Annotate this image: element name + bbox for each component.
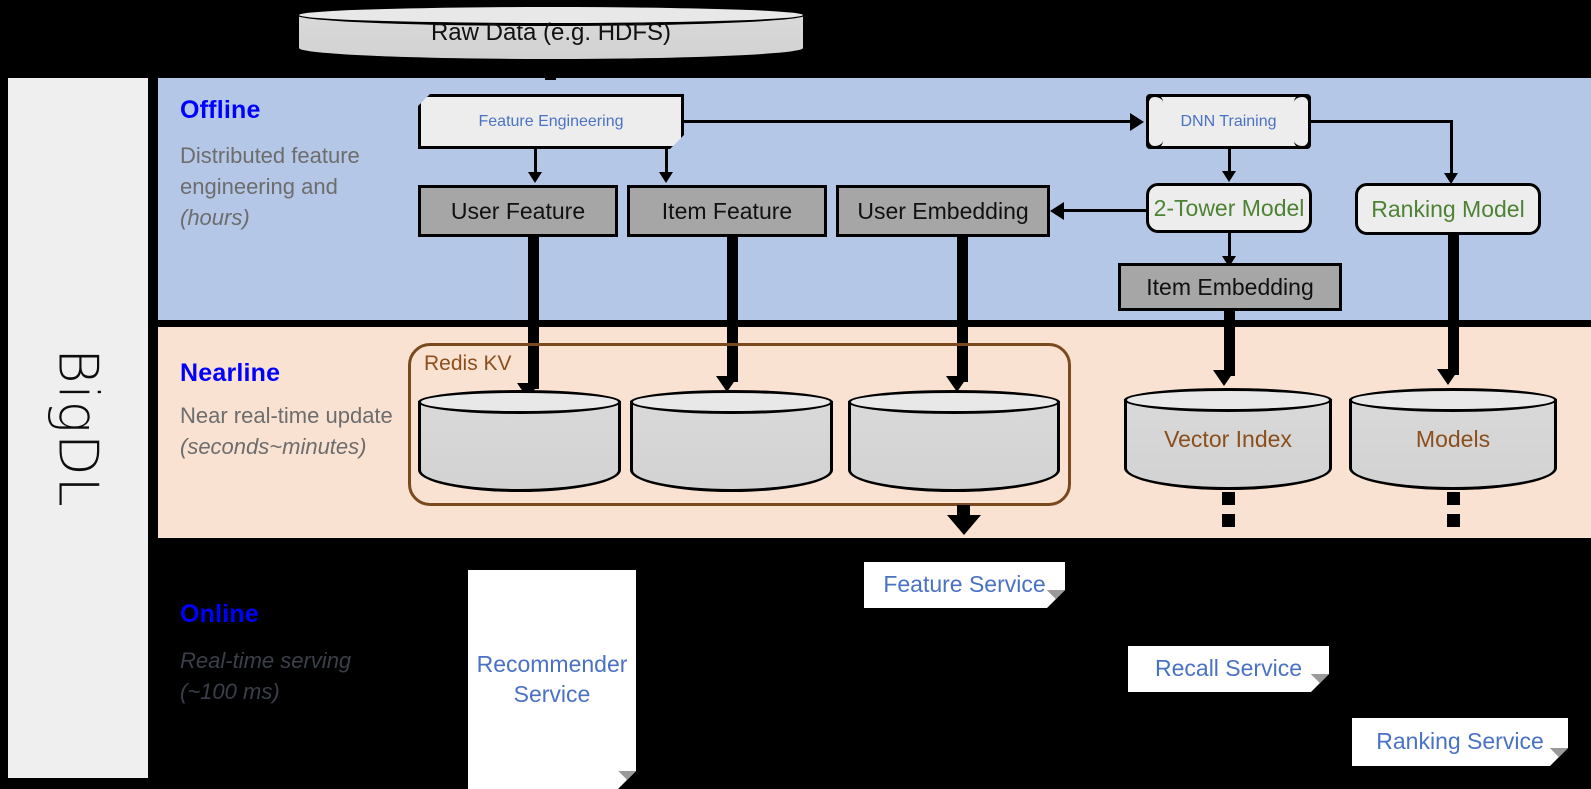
connector-vectorindex-stub-1: [1222, 492, 1235, 505]
band-subtitle-nearline-em: (seconds~minutes): [180, 434, 367, 459]
node-two-tower-model-label: 2-Tower Model: [1153, 194, 1305, 221]
node-item-embedding[interactable]: Item Embedding: [1118, 263, 1342, 311]
pipe-userembedding-to-redis: [957, 237, 968, 382]
pipe-itemembedding-arrowhead: [1213, 370, 1235, 386]
pipe-userfeature-to-redis: [528, 237, 539, 389]
arrow-twotower-to-itememb-line: [1228, 233, 1231, 259]
arrow-dnn-to-twotower-head: [1222, 171, 1236, 182]
cylinder-top: [848, 390, 1060, 414]
band-subtitle-nearline: Near real-time update (seconds~minutes): [180, 400, 410, 462]
connector-redis-to-featureservice-head: [947, 515, 981, 535]
redis-cylinder-user-feature[interactable]: [418, 390, 621, 492]
node-feature-service[interactable]: Feature Service: [864, 562, 1065, 608]
cylinder-vector-index[interactable]: Vector Index: [1124, 388, 1332, 490]
cylinder-vector-index-label: Vector Index: [1164, 425, 1292, 452]
cylinder-top: [630, 390, 833, 414]
arrow-fe-to-userfeature-head: [528, 172, 542, 183]
pipe-itemembedding-to-vectorindex: [1224, 311, 1235, 376]
band-title-nearline: Nearline: [180, 359, 281, 387]
node-item-feature-label: Item Feature: [661, 197, 793, 224]
node-recommender-service-label: Recommender Service: [476, 650, 628, 707]
node-recall-service[interactable]: Recall Service: [1128, 646, 1329, 692]
arrow-dnn-to-ranking-head: [1444, 173, 1458, 184]
connector-redis-to-featureservice-stub: [957, 505, 970, 518]
arrow-twotower-to-userembedding-head: [1050, 202, 1064, 220]
node-feature-service-label: Feature Service: [883, 571, 1046, 598]
cylinder-models[interactable]: Models: [1349, 388, 1557, 490]
cylinder-top: [1124, 388, 1332, 412]
node-user-feature-label: User Feature: [450, 197, 586, 224]
arrow-fe-to-dnn-head: [1130, 113, 1144, 131]
redis-kv-label: Redis KV: [424, 352, 512, 375]
node-item-embedding-label: Item Embedding: [1146, 273, 1314, 300]
node-user-feature[interactable]: User Feature: [418, 185, 618, 237]
connector-vectorindex-stub-2: [1222, 514, 1235, 527]
connector-models-stub-2: [1447, 514, 1460, 527]
arrow-dnn-to-ranking-h: [1311, 120, 1453, 123]
node-dnn-training-label: DNN Training: [1180, 112, 1277, 130]
redis-kv-container[interactable]: [408, 343, 1071, 506]
arrow-twotower-to-userembedding-line: [1062, 209, 1147, 212]
cylinder-top: [418, 390, 621, 414]
node-recommender-service[interactable]: Recommender Service: [468, 570, 636, 789]
bigdl-label: BigDL: [46, 348, 110, 508]
band-subtitle-offline: Distributed feature engineering and (hou…: [180, 140, 390, 233]
band-title-online: Online: [180, 600, 259, 628]
connector-models-stub-1: [1447, 492, 1460, 505]
node-item-feature[interactable]: Item Feature: [627, 185, 827, 237]
node-ranking-service-label: Ranking Service: [1376, 728, 1544, 755]
arrow-dnn-to-ranking-v: [1450, 120, 1453, 176]
arrow-rawdata-to-fe-head: [533, 60, 567, 80]
band-subtitle-online-text: Real-time serving: [180, 648, 352, 673]
node-dnn-training[interactable]: DNN Training: [1146, 94, 1311, 149]
node-user-embedding[interactable]: User Embedding: [836, 185, 1050, 237]
band-subtitle-online: Real-time serving (~100 ms): [180, 645, 390, 707]
pipe-itemfeature-arrowhead: [716, 376, 738, 392]
node-two-tower-model[interactable]: 2-Tower Model: [1146, 183, 1312, 233]
cylinder-top: [296, 4, 806, 26]
pipe-rankingmodel-arrowhead: [1437, 369, 1459, 385]
pipe-rankingmodel-to-models: [1448, 235, 1459, 375]
bigdl-rail: BigDL: [8, 78, 148, 778]
band-subtitle-nearline-text: Near real-time update: [180, 403, 393, 428]
redis-cylinder-item-feature[interactable]: [630, 390, 833, 492]
cylinder-body: [1349, 399, 1557, 490]
node-feature-engineering-inner: Feature Engineering: [424, 100, 678, 143]
arrow-fe-to-dnn-line: [684, 120, 1134, 123]
arrow-fe-to-itemfeature-line: [665, 149, 668, 175]
node-recall-service-label: Recall Service: [1155, 655, 1302, 682]
redis-cylinder-user-embedding[interactable]: [848, 390, 1060, 492]
arrow-dnn-to-twotower-line: [1228, 149, 1231, 174]
node-ranking-service[interactable]: Ranking Service: [1352, 718, 1568, 766]
cylinder-models-label: Models: [1415, 425, 1491, 452]
cylinder-body: [630, 401, 833, 492]
raw-data-label: Raw Data (e.g. HDFS): [430, 19, 672, 46]
cylinder-top: [1349, 388, 1557, 412]
arrow-fe-to-userfeature-line: [534, 149, 537, 175]
band-subtitle-offline-text: Distributed feature engineering and: [180, 143, 360, 199]
node-feature-engineering-label: Feature Engineering: [478, 112, 624, 130]
node-ranking-model[interactable]: Ranking Model: [1355, 183, 1541, 235]
pipe-userembedding-arrowhead: [946, 376, 968, 392]
raw-data-cylinder[interactable]: Raw Data (e.g. HDFS): [296, 4, 806, 62]
node-ranking-model-label: Ranking Model: [1371, 195, 1525, 222]
cylinder-body: [848, 401, 1060, 492]
cylinder-body: [1124, 399, 1332, 490]
pipe-itemfeature-to-redis: [727, 237, 738, 382]
band-title-offline: Offline: [180, 96, 261, 124]
cylinder-body: [418, 401, 621, 492]
band-subtitle-offline-em: (hours): [180, 205, 250, 230]
arrow-fe-to-itemfeature-head: [659, 172, 673, 183]
node-user-embedding-label: User Embedding: [857, 197, 1029, 224]
band-subtitle-online-em: (~100 ms): [180, 679, 280, 704]
arrow-twotower-to-itememb-head: [1222, 256, 1236, 267]
node-feature-engineering[interactable]: Feature Engineering: [418, 94, 684, 149]
